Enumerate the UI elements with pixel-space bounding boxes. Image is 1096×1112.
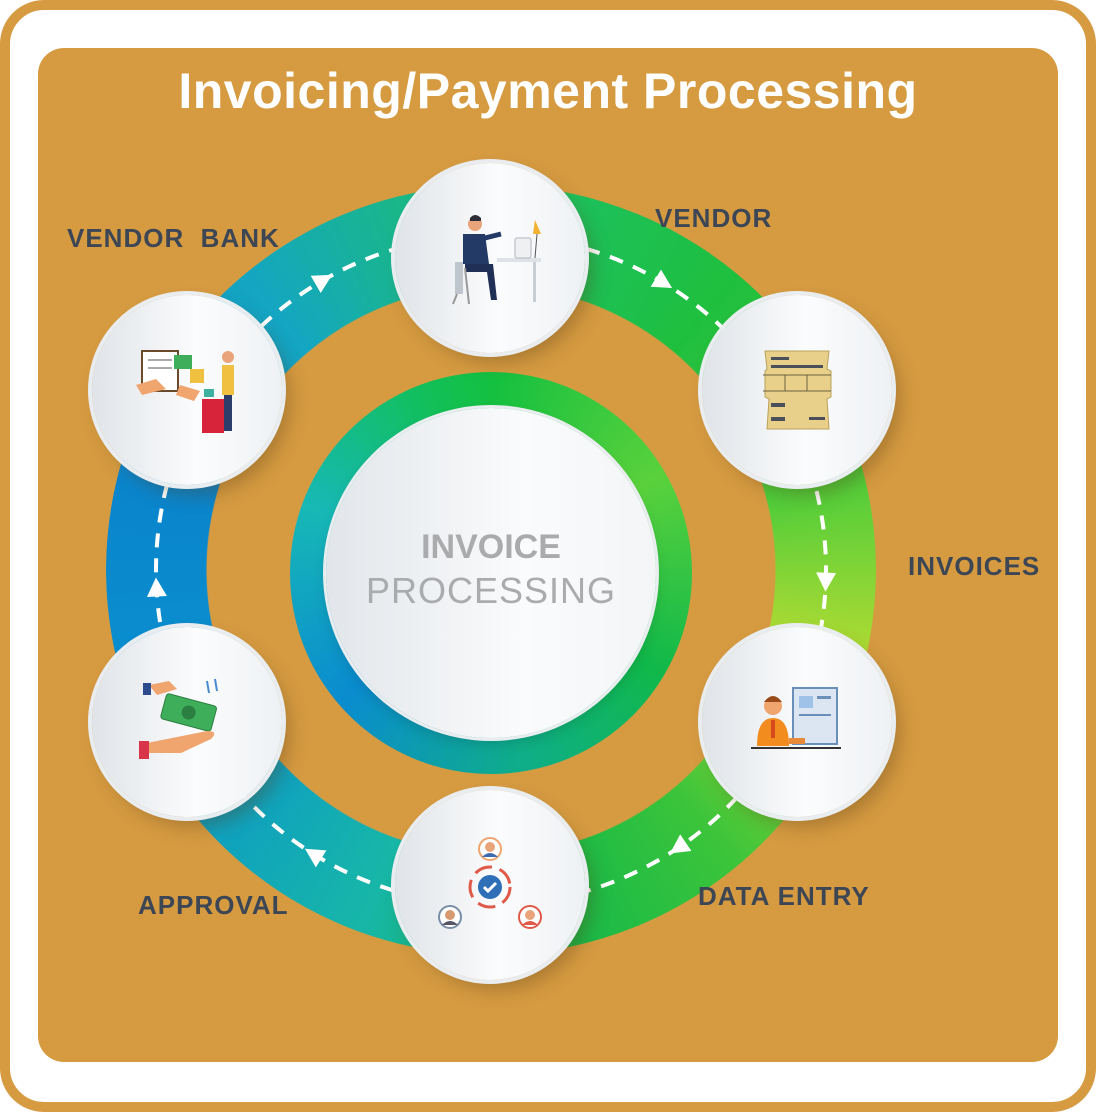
flow-arrowhead-icon	[670, 834, 692, 854]
approval-node	[395, 790, 585, 980]
center-disc	[326, 408, 656, 738]
step-label-data-entry: DATA ENTRY	[698, 881, 870, 911]
payment-hand-money-icon	[139, 678, 218, 759]
vendor-bank-node	[92, 295, 282, 485]
payment-node	[92, 627, 282, 817]
diagram-title: Invoicing/Payment Processing	[178, 63, 918, 119]
flow-arrowhead-icon	[816, 572, 837, 592]
flow-arrowhead-icon	[650, 269, 673, 288]
flow-arrowhead-icon	[146, 577, 167, 598]
data-entry-node	[702, 627, 892, 817]
flow-arrowhead-icon	[310, 274, 333, 294]
data-entry-clerk-icon	[751, 687, 841, 749]
flow-arrowhead-icon	[304, 848, 327, 868]
step-label-vendor: VENDOR	[655, 203, 773, 233]
step-label-invoices: INVOICES	[908, 551, 1041, 581]
vendor-node	[395, 163, 585, 353]
center-title-line1: INVOICE	[421, 528, 561, 566]
invoice-documents-icon	[763, 350, 832, 430]
center-title-line2: PROCESSING	[365, 570, 617, 611]
invoices-node	[702, 295, 892, 485]
presentation-workers-icon	[136, 350, 234, 433]
team-approval-icon	[438, 837, 542, 929]
businessman-at-desk-icon	[452, 215, 541, 305]
step-label-vendor-bank: VENDOR BANK	[67, 223, 280, 253]
step-label-approval: APPROVAL	[138, 890, 289, 920]
